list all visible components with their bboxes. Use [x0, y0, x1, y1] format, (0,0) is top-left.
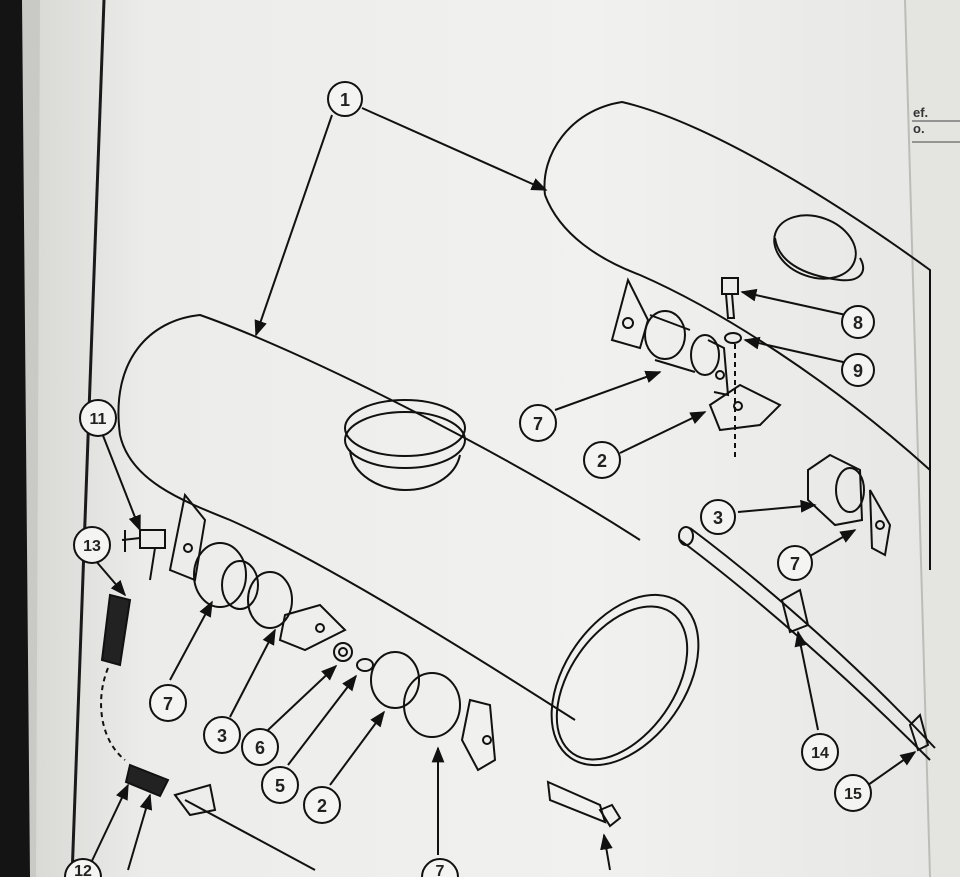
callout-2b-label: 2 [317, 796, 327, 816]
callout-12-label: 12 [74, 863, 92, 877]
callout-2b: 2 [303, 786, 341, 824]
callout-14-label: 14 [811, 745, 829, 762]
lower-tank [100, 313, 700, 871]
callout-9: 9 [841, 353, 875, 387]
callout-7b: 7 [777, 545, 813, 581]
callout-15-label: 15 [844, 786, 862, 803]
callout-1: 1 [327, 81, 363, 117]
leader-lines [89, 107, 917, 871]
callout-14: 14 [801, 733, 839, 771]
callout-6: 6 [241, 728, 279, 766]
callout-13-label: 13 [83, 538, 101, 555]
callout-1-label: 1 [340, 90, 350, 110]
callout-7a: 7 [519, 404, 557, 442]
callout-3a-label: 3 [713, 508, 723, 528]
upper-tank [543, 100, 931, 570]
callout-3b-label: 3 [217, 726, 227, 746]
no-label-fragment: o. [913, 121, 925, 136]
callout-9-label: 9 [853, 361, 863, 381]
callout-7d-label: 7 [436, 863, 445, 877]
callout-8: 8 [841, 305, 875, 339]
callout-8-label: 8 [853, 313, 863, 333]
callout-7c-label: 7 [163, 694, 173, 714]
callout-2a: 2 [583, 441, 621, 479]
callout-7c: 7 [149, 684, 187, 722]
callout-15: 15 [834, 774, 872, 812]
callout-11-label: 11 [90, 411, 107, 428]
callout-3b: 3 [203, 716, 241, 754]
callout-5: 5 [261, 766, 299, 804]
callout-7d: 7 [421, 858, 459, 877]
ref-label-fragment: ef. [913, 105, 928, 120]
callout-7a-label: 7 [533, 414, 543, 434]
callout-7b-label: 7 [790, 554, 800, 574]
callout-5-label: 5 [275, 776, 285, 796]
page-sheet [36, 0, 960, 877]
page-header-fragment: ef. o. [912, 105, 960, 143]
page-frame-line [70, 0, 106, 877]
callout-12: 12 [64, 858, 102, 877]
callout-2a-label: 2 [597, 451, 607, 471]
callout-6-label: 6 [255, 738, 265, 758]
callout-13: 13 [73, 526, 111, 564]
callout-11: 11 [79, 399, 117, 437]
callout-3a: 3 [700, 499, 736, 535]
